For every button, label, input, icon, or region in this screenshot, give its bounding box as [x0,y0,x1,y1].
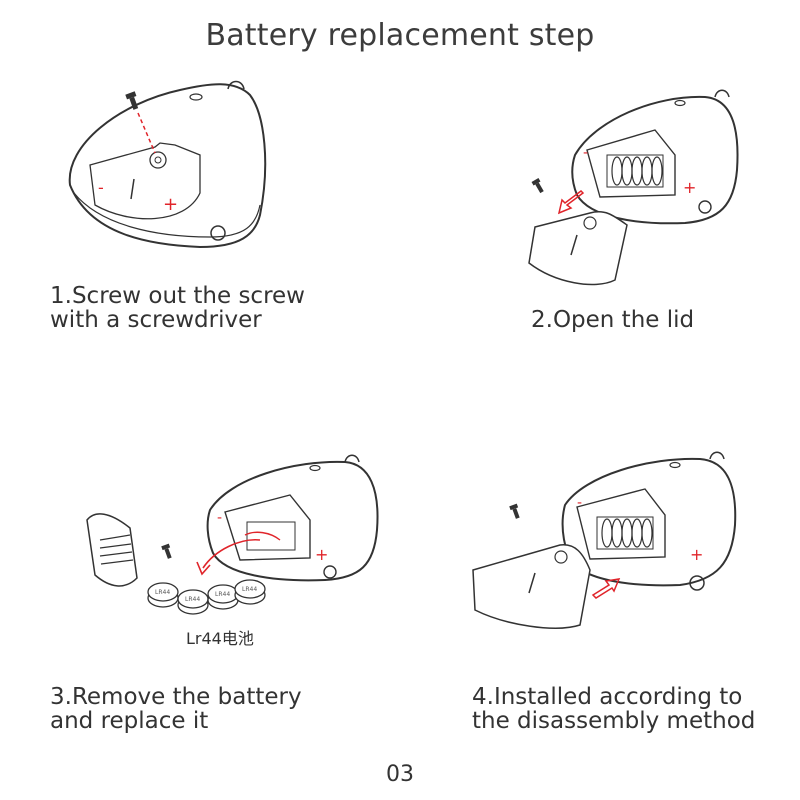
screw-icon [509,503,520,519]
page-number: 03 [386,762,414,787]
svg-text:+: + [683,178,696,197]
screw-icon [531,178,544,194]
step1-line2: with a screwdriver [50,307,262,333]
step4-caption: 4.Installed according to the disassembly… [472,685,755,733]
svg-text:LR44: LR44 [155,589,170,596]
svg-text:+: + [690,545,703,564]
svg-text:-: - [577,495,582,511]
page-title: Battery replacement step [205,18,595,53]
screw-icon [125,91,139,110]
svg-text:+: + [163,194,178,215]
step3-illustration: - + LR44 LR44 LR44 LR44 [75,450,385,625]
svg-text:+: + [315,545,328,564]
step2-caption: 2.Open the lid [531,308,694,332]
step1-line1: 1.Screw out the screw [50,283,305,309]
step1-illustration: - + [60,75,280,255]
step3-line1: 3.Remove the battery [50,684,302,710]
step4-illustration: - + [465,445,785,630]
device-body [206,460,379,582]
svg-text:-: - [217,510,222,526]
device-body [571,95,739,225]
arrow-icon [202,539,261,569]
step2-illustration: - + [515,85,745,290]
device-body [68,83,267,249]
step3-line2: and replace it [50,708,209,734]
step1-caption: 1.Screw out the screw with a screwdriver [50,284,305,332]
screw-icon [161,543,172,559]
battery-icon [147,579,266,615]
svg-text:LR44: LR44 [242,586,257,593]
svg-text:LR44: LR44 [185,596,200,603]
svg-text:-: - [98,178,104,197]
step2-line1: 2.Open the lid [531,307,695,333]
battery-type-label: Lr44电池 [186,629,254,648]
step3-caption: 3.Remove the battery and replace it [50,685,302,733]
step4-line1: 4.Installed according to [472,684,743,710]
step4-line2: the disassembly method [472,708,756,734]
svg-text:LR44: LR44 [215,591,230,598]
arrow-icon [557,190,585,215]
arrow-icon [591,578,621,599]
svg-text:-: - [583,145,588,161]
